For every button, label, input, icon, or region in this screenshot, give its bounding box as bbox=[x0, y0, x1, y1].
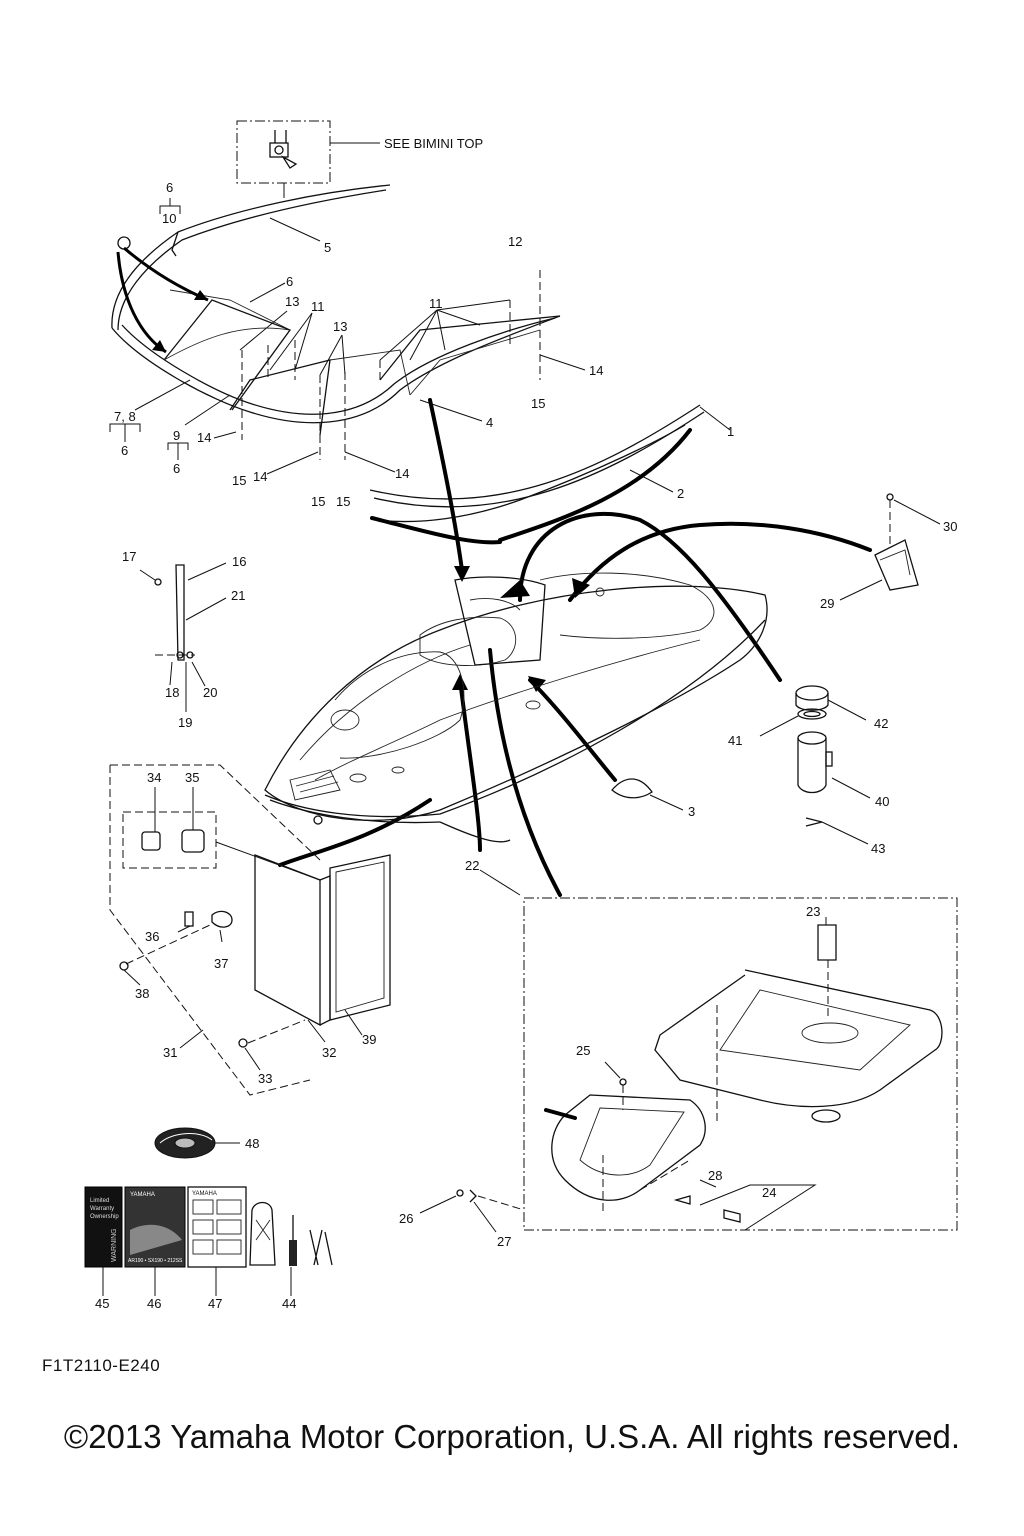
boat-hull bbox=[264, 572, 768, 843]
callout-label: 38 bbox=[135, 986, 149, 1001]
callout-label: 13 bbox=[333, 319, 347, 334]
top-leaders bbox=[134, 217, 586, 475]
callout-label: 35 bbox=[185, 770, 199, 785]
callout-label: 3 bbox=[688, 804, 695, 819]
callout-label: 45 bbox=[95, 1296, 109, 1311]
callout-label: 7, 8 bbox=[114, 409, 136, 424]
callout-label: 15 bbox=[336, 494, 350, 509]
copyright-notice: ©2013 Yamaha Motor Corporation, U.S.A. A… bbox=[63, 1418, 961, 1455]
callout-label: 16 bbox=[232, 554, 246, 569]
door-assembly-box bbox=[109, 764, 391, 1096]
callout-label: 20 bbox=[203, 685, 217, 700]
callout-label: 6 bbox=[166, 180, 173, 195]
manual-45-spine: WARNING bbox=[111, 1228, 118, 1262]
callout-label: 23 bbox=[806, 904, 820, 919]
assembly-arrows bbox=[116, 246, 209, 354]
pole-assembly bbox=[139, 562, 227, 712]
callout-label: 6 bbox=[173, 461, 180, 476]
callout-label: 47 bbox=[208, 1296, 222, 1311]
manual-45-line-3: Ownership bbox=[90, 1214, 119, 1220]
callout-label: 40 bbox=[875, 794, 889, 809]
windshield-frame bbox=[111, 184, 561, 436]
callout-label: 21 bbox=[231, 588, 245, 603]
callout-label: 28 bbox=[708, 1168, 722, 1183]
callout-label: 14 bbox=[395, 466, 409, 481]
callout-label: 15 bbox=[531, 396, 545, 411]
callout-label: 48 bbox=[245, 1136, 259, 1151]
bracket-3 bbox=[611, 778, 684, 811]
callout-label: 25 bbox=[576, 1043, 590, 1058]
callout-label: 12 bbox=[508, 234, 522, 249]
owner-kit bbox=[84, 1127, 333, 1296]
callout-label: 15 bbox=[232, 473, 246, 488]
callout-label: 1 bbox=[727, 424, 734, 439]
callout-label: 11 bbox=[429, 296, 443, 311]
callout-label: 14 bbox=[589, 363, 603, 378]
callout-label: 26 bbox=[399, 1211, 413, 1226]
callout-label: 44 bbox=[282, 1296, 296, 1311]
callout-label: 39 bbox=[362, 1032, 376, 1047]
callout-label: 9 bbox=[173, 428, 180, 443]
callout-label: 14 bbox=[197, 430, 211, 445]
manual-45-line-1: Limited bbox=[90, 1198, 109, 1204]
bimini-note: SEE BIMINI TOP bbox=[384, 136, 483, 151]
callout-label: 10 bbox=[162, 211, 176, 226]
callout-label: 2 bbox=[677, 486, 684, 501]
callout-label: 46 bbox=[147, 1296, 161, 1311]
drink-holder-assembly bbox=[759, 685, 871, 845]
callout-label: 18 bbox=[165, 685, 179, 700]
callout-label: 5 bbox=[324, 240, 331, 255]
cleat-assembly bbox=[839, 493, 941, 601]
callout-label: 15 bbox=[311, 494, 325, 509]
callout-label: 19 bbox=[178, 715, 192, 730]
heavy-arrows bbox=[278, 398, 872, 897]
callout-label: 11 bbox=[311, 299, 325, 314]
manual-47-title: YAMAHA bbox=[192, 1191, 217, 1197]
callout-label: 17 bbox=[122, 549, 136, 564]
callout-label: 41 bbox=[728, 733, 742, 748]
bimini-hardware-box bbox=[236, 120, 380, 198]
manual-46-title: YAMAHA bbox=[130, 1192, 155, 1198]
callout-label: 24 bbox=[762, 1185, 776, 1200]
callout-label: 4 bbox=[486, 415, 493, 430]
drawing-code: F1T2110-E240 bbox=[42, 1356, 161, 1375]
hatch-assembly-box bbox=[419, 869, 958, 1233]
gunwale-trim bbox=[369, 404, 731, 523]
callout-label: 31 bbox=[163, 1045, 177, 1060]
manual-45-line-2: Warranty bbox=[90, 1206, 114, 1212]
callout-label: 32 bbox=[322, 1045, 336, 1060]
callout-label: 6 bbox=[286, 274, 293, 289]
callout-label: 27 bbox=[497, 1234, 511, 1249]
callout-label: 13 bbox=[285, 294, 299, 309]
manual-cover-text: Limited Warranty Ownership WARNING YAMAH… bbox=[90, 1191, 217, 1264]
callout-label: 22 bbox=[465, 858, 479, 873]
manual-46-models: AR190 • SX190 • 212SS bbox=[128, 1258, 183, 1264]
callout-label: 29 bbox=[820, 596, 834, 611]
frame-fastener-lines bbox=[241, 270, 541, 460]
callout-label: 43 bbox=[871, 841, 885, 856]
callout-label: 42 bbox=[874, 716, 888, 731]
callout-labels: 1 2 3 4 5 6 6 6 6 7, 8 9 10 11 11 12 13 … bbox=[95, 180, 957, 1311]
callout-label: 14 bbox=[253, 469, 267, 484]
callout-label: 6 bbox=[121, 443, 128, 458]
callout-label: 34 bbox=[147, 770, 161, 785]
callout-label: 33 bbox=[258, 1071, 272, 1086]
callout-label: 30 bbox=[943, 519, 957, 534]
callout-label: 36 bbox=[145, 929, 159, 944]
callout-label: 37 bbox=[214, 956, 228, 971]
